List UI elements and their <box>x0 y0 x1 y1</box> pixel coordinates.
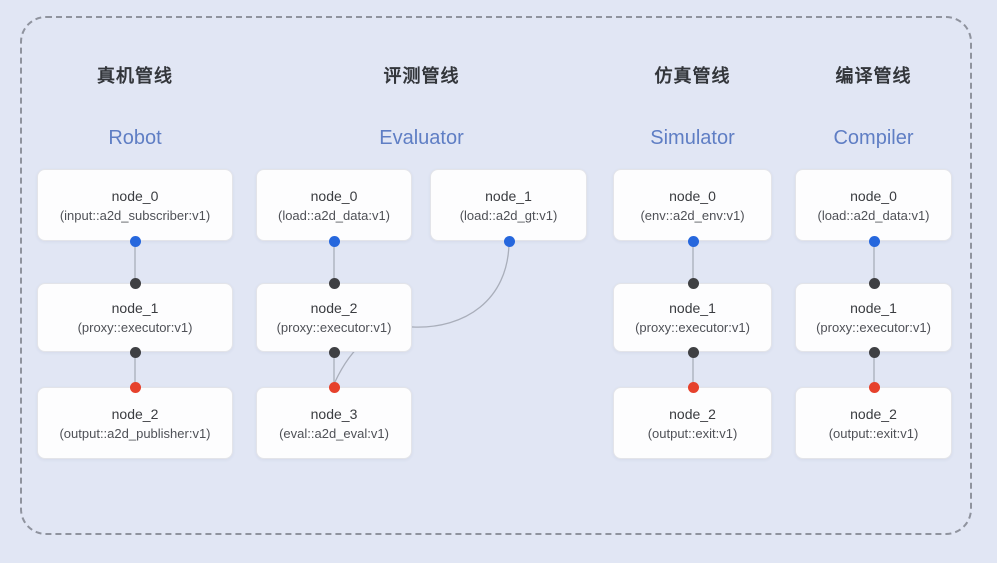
port-dot-terminal-eval-n3 <box>328 381 340 393</box>
node-box-comp-2: node_2 (output::exit:v1) <box>795 387 952 459</box>
node-box-robot-2: node_2 (output::a2d_publisher:v1) <box>37 387 233 459</box>
node-type: (proxy::executor:v1) <box>635 320 750 335</box>
port-dot-output-robot-n0 <box>129 235 141 247</box>
pipeline-title-en-compiler: Compiler <box>833 127 914 149</box>
node-box-robot-0: node_0 (input::a2d_subscriber:v1) <box>37 169 233 241</box>
pipeline-title-zh-robot: 真机管线 <box>97 66 173 86</box>
pipeline-title-zh-evaluator: 评测管线 <box>383 66 460 86</box>
node-type: (output::a2d_publisher:v1) <box>59 425 211 441</box>
port-dot-input-eval-n2b <box>328 346 340 358</box>
node-box-sim-1: node_1 (proxy::executor:v1) <box>613 283 772 352</box>
port-dot-terminal-comp-n2 <box>868 381 880 393</box>
node-type: (eval::a2d_eval:v1) <box>279 425 389 441</box>
node-box-eval-2: node_2 (proxy::executor:v1) <box>256 283 412 352</box>
port-dot-input-robot-n1 <box>129 277 141 289</box>
node-name: node_1 <box>111 300 159 316</box>
node-box-sim-2: node_2 (output::exit:v1) <box>613 387 772 459</box>
node-name: node_2 <box>111 405 159 422</box>
node-name: node_0 <box>310 187 358 204</box>
port-dot-output-eval-n1 <box>503 235 515 247</box>
port-dot-output-eval-n0 <box>328 235 340 247</box>
node-type: (proxy::executor:v1) <box>77 320 193 335</box>
node-name: node_1 <box>850 300 897 316</box>
pipeline-title-zh-simulator: 仿真管线 <box>654 66 731 86</box>
node-type: (proxy::executor:v1) <box>276 320 392 335</box>
port-dot-terminal-sim-n2 <box>687 381 699 393</box>
node-name: node_2 <box>850 405 897 422</box>
node-type: (output::exit:v1) <box>647 425 738 441</box>
dashed-border-frame <box>20 16 972 535</box>
node-name: node_0 <box>111 187 159 204</box>
port-dot-output-comp-n0 <box>868 235 880 247</box>
node-type: (output::exit:v1) <box>828 425 919 441</box>
node-name: node_0 <box>669 187 716 204</box>
node-box-robot-1: node_1 (proxy::executor:v1) <box>37 283 233 352</box>
node-box-sim-0: node_0 (env::a2d_env:v1) <box>613 169 772 241</box>
node-name: node_1 <box>669 300 716 316</box>
node-type: (load::a2d_gt:v1) <box>459 207 558 223</box>
pipeline-title-en-simulator: Simulator <box>650 127 735 149</box>
port-dot-terminal-robot-n2 <box>129 381 141 393</box>
node-type: (load::a2d_data:v1) <box>817 207 930 223</box>
port-dot-input-robot-n1b <box>129 346 141 358</box>
node-box-eval-1: node_1 (load::a2d_gt:v1) <box>430 169 587 241</box>
node-box-eval-3: node_3 (eval::a2d_eval:v1) <box>256 387 412 459</box>
node-type: (input::a2d_subscriber:v1) <box>59 207 211 223</box>
node-type: (proxy::executor:v1) <box>816 320 931 335</box>
node-type: (load::a2d_data:v1) <box>277 207 391 223</box>
port-dot-output-sim-n0 <box>687 235 699 247</box>
node-name: node_2 <box>310 300 358 316</box>
port-dot-input-comp-n1b <box>868 346 880 358</box>
node-type: (env::a2d_env:v1) <box>640 207 745 223</box>
node-box-comp-0: node_0 (load::a2d_data:v1) <box>795 169 952 241</box>
node-box-comp-1: node_1 (proxy::executor:v1) <box>795 283 952 352</box>
node-name: node_3 <box>310 405 358 422</box>
port-dot-input-comp-n1 <box>868 277 880 289</box>
pipeline-title-en-evaluator: Evaluator <box>379 127 464 149</box>
port-dot-input-sim-n1 <box>687 277 699 289</box>
node-name: node_1 <box>485 187 532 204</box>
node-name: node_0 <box>850 187 897 204</box>
port-dot-input-eval-n2 <box>328 277 340 289</box>
node-box-eval-0: node_0 (load::a2d_data:v1) <box>256 169 412 241</box>
pipeline-title-en-robot: Robot <box>108 127 162 149</box>
pipeline-title-zh-compiler: 编译管线 <box>835 66 912 86</box>
port-dot-input-sim-n1b <box>687 346 699 358</box>
node-name: node_2 <box>669 405 716 422</box>
